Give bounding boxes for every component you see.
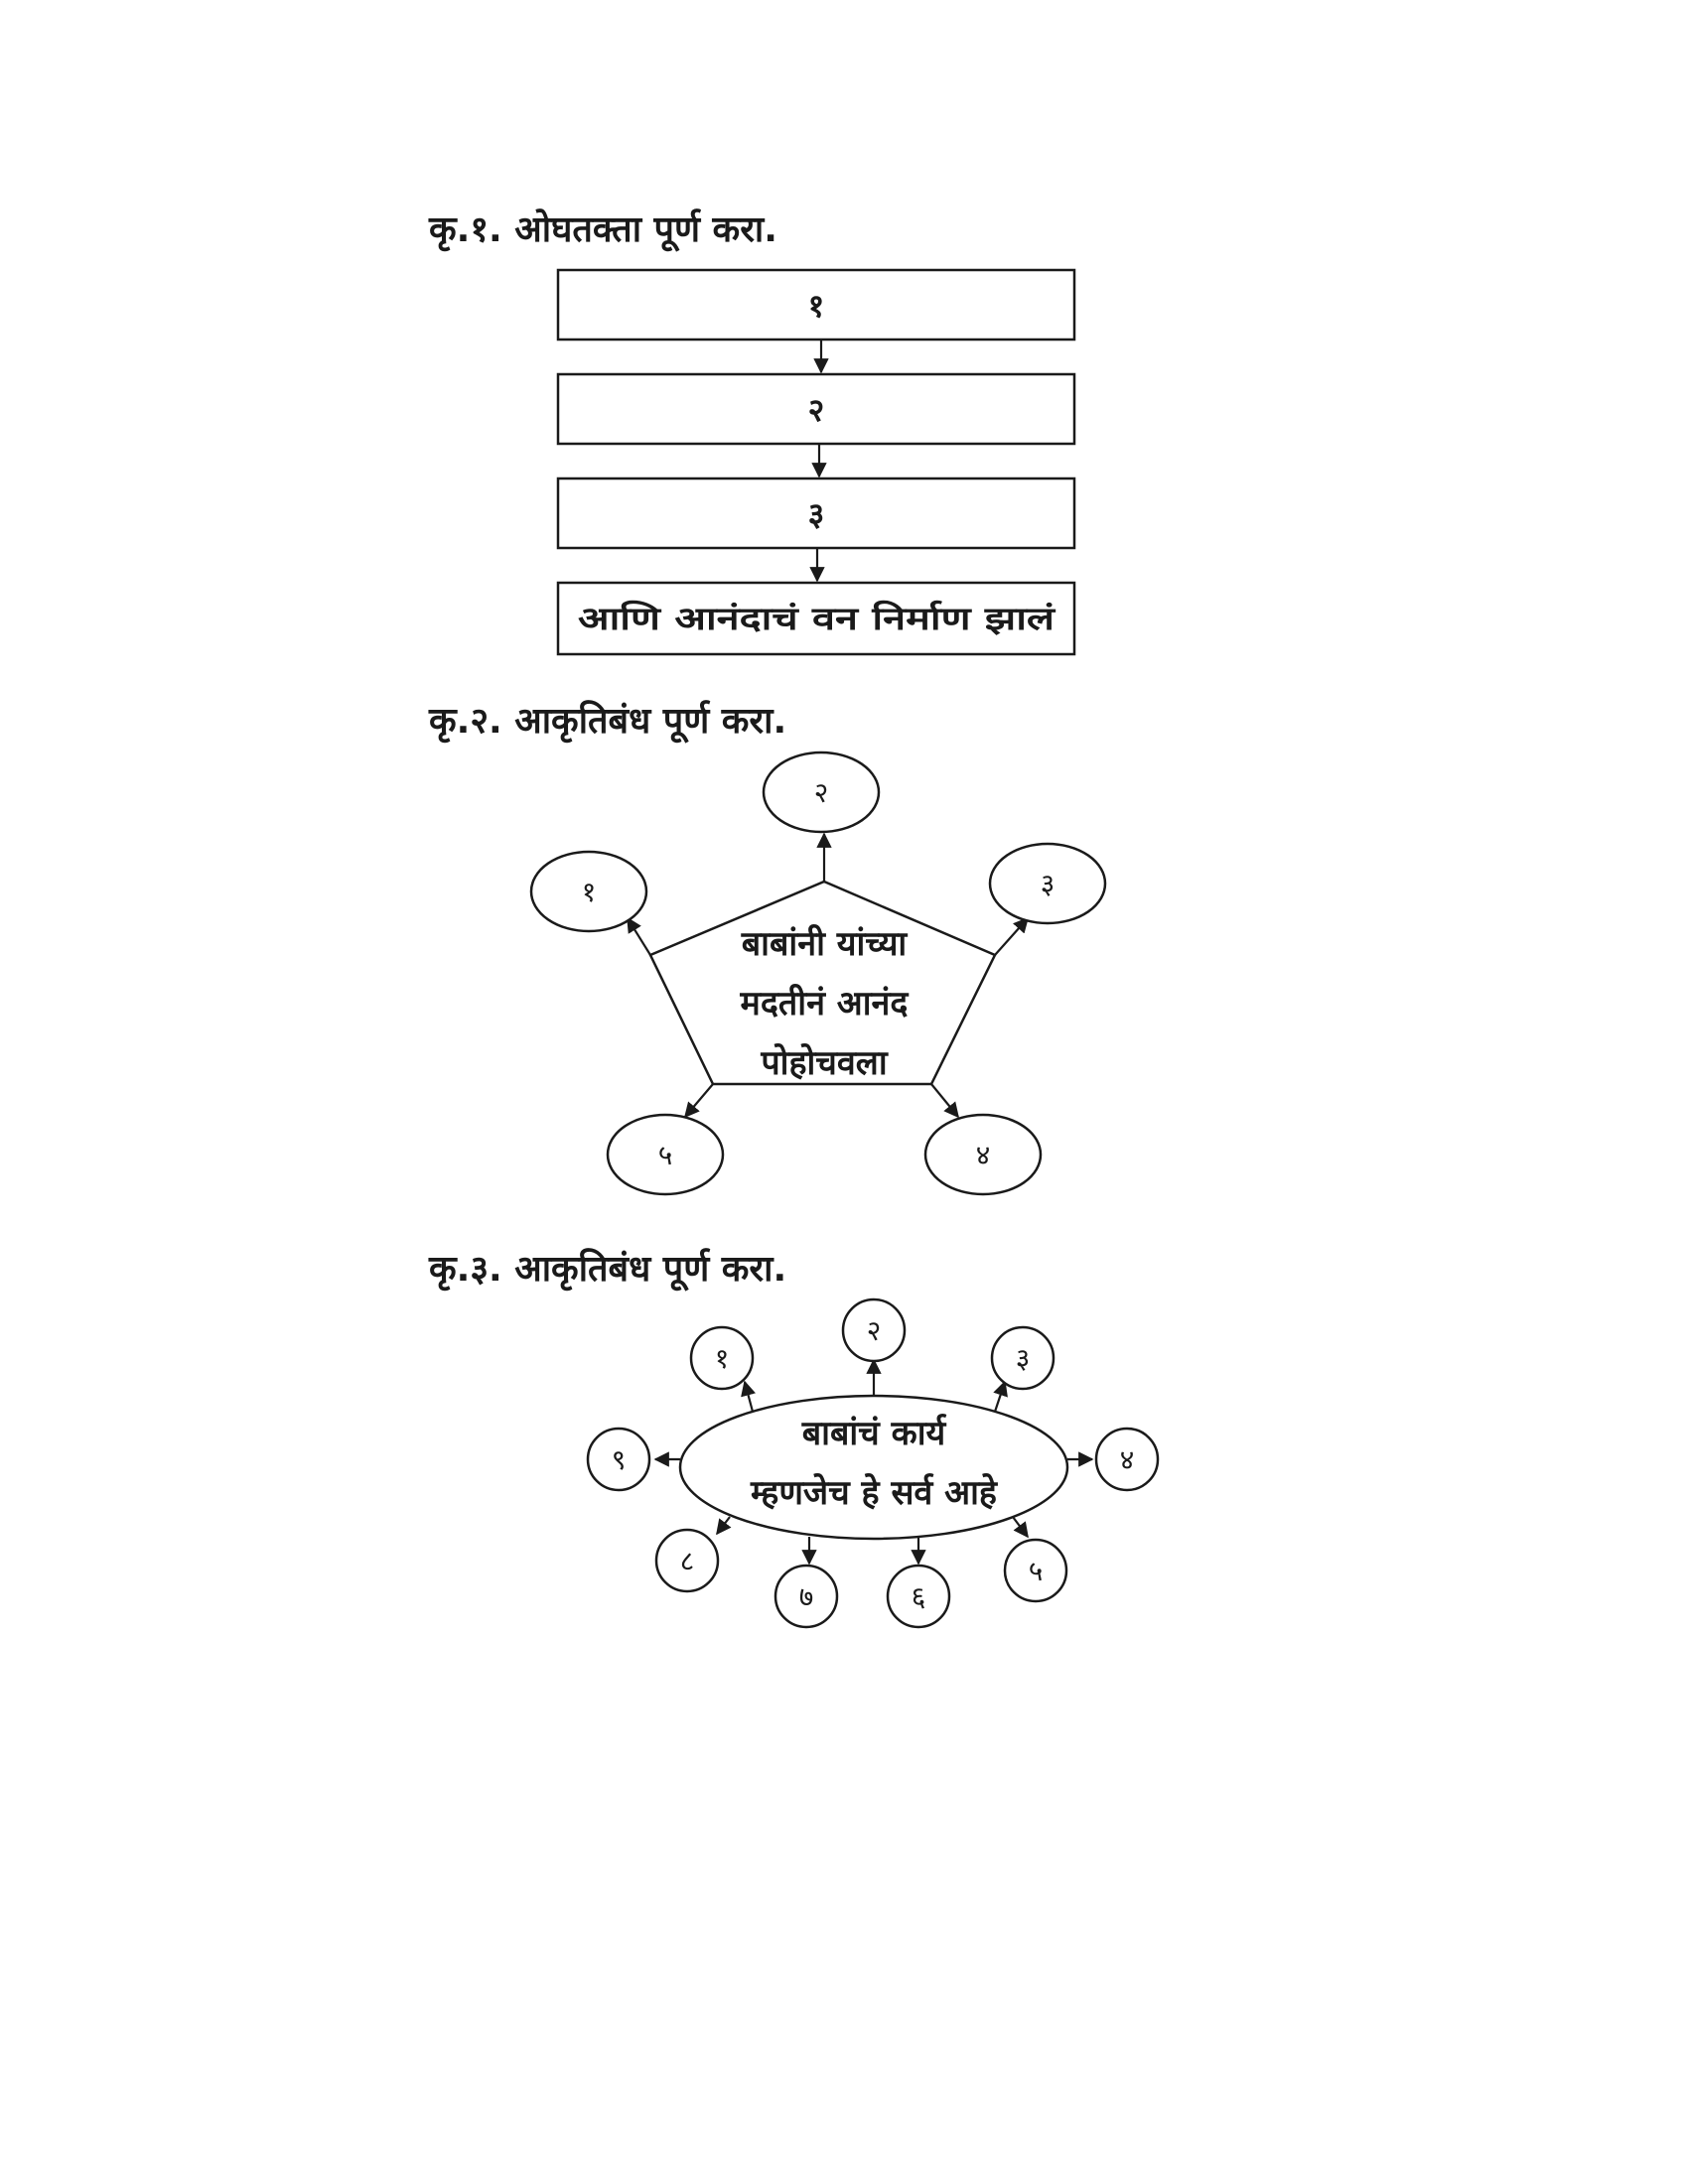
q3-heading: कृ.३. आकृतिबंध पूर्ण करा. — [428, 1248, 786, 1292]
flow-box-2 — [556, 372, 1076, 446]
q3-node-3 — [990, 1325, 1055, 1391]
q3-center-line-2: म्हणजेच हे सर्व आहे — [750, 1472, 999, 1513]
q2-arrow-5 — [684, 1083, 714, 1119]
pentagon-center — [648, 880, 997, 1086]
q3-node-1 — [689, 1325, 755, 1391]
q2-node-4-label: ४ — [976, 1139, 991, 1171]
q2-node-5 — [606, 1113, 725, 1196]
q3-node-4-label: ४ — [1120, 1443, 1135, 1476]
q2-node-2 — [762, 751, 881, 834]
q3-arrow-5 — [1012, 1516, 1029, 1539]
q3-node-1-label: १ — [715, 1342, 730, 1375]
q3-node-5 — [1003, 1538, 1068, 1603]
q3-node-6-label: ६ — [912, 1580, 926, 1613]
q3-node-7 — [774, 1564, 839, 1629]
q3-node-2-label: २ — [867, 1314, 882, 1347]
q3-node-5-label: ५ — [1029, 1555, 1044, 1587]
q3-arrow-1 — [741, 1380, 757, 1413]
flow-box-4 — [556, 581, 1076, 656]
q2-node-2-label: २ — [814, 776, 829, 809]
flow-box-4-label: आणि आनंदाचं वन निर्माण झालं — [578, 600, 1056, 637]
q2-web: बाबांनी यांच्या मदतीनं आनंद पोहोचवला २ १… — [529, 751, 1107, 1196]
q3-node-6 — [886, 1564, 951, 1629]
q3-arrow-3 — [993, 1380, 1008, 1413]
q3-node-8 — [654, 1528, 720, 1593]
q2-arrow-1 — [627, 916, 651, 956]
q2-node-1 — [529, 850, 648, 933]
flow-box-3-label: ३ — [808, 495, 825, 533]
q2-node-3-label: ३ — [1041, 868, 1055, 900]
flow-box-3 — [556, 477, 1076, 550]
q2-arrow-4 — [930, 1083, 959, 1119]
q1-flowchart: १ २ ३ आणि आनंदाचं वन निर्माण झालं — [556, 268, 1076, 656]
q2-node-1-label: १ — [582, 876, 597, 908]
q3-node-4 — [1094, 1427, 1160, 1492]
flow-box-2-label: २ — [808, 391, 825, 429]
flow-box-1-label: १ — [808, 287, 825, 325]
q3-center-line-1: बाबांचं कार्य — [801, 1413, 948, 1453]
q2-node-5-label: ५ — [658, 1139, 673, 1171]
q3-node-9-label: ९ — [612, 1443, 627, 1476]
q3-node-3-label: ३ — [1016, 1342, 1031, 1375]
q3-web: बाबांचं कार्य म्हणजेच हे सर्व आहे १ २ ३ … — [586, 1297, 1160, 1629]
q2-center-line-1: बाबांनी यांच्या — [741, 923, 909, 964]
q2-heading: कृ.२. आकृतिबंध पूर्ण करा. — [428, 700, 786, 744]
q2-node-4 — [923, 1113, 1043, 1196]
q3-node-7-label: ७ — [799, 1580, 814, 1613]
q2-center-line-2: मदतीनं आनंद — [740, 983, 910, 1024]
q3-node-8-label: ८ — [680, 1545, 695, 1577]
q3-node-2 — [841, 1297, 907, 1363]
flow-box-1 — [556, 268, 1076, 341]
q1-heading: कृ.१. ओघतक्ता पूर्ण करा. — [428, 208, 777, 252]
q3-arrow-8 — [716, 1516, 732, 1536]
q2-node-3 — [988, 842, 1107, 925]
q2-center-line-3: पोहोचवला — [760, 1042, 889, 1083]
q2-arrow-3 — [994, 916, 1030, 956]
q3-node-9 — [586, 1427, 651, 1492]
